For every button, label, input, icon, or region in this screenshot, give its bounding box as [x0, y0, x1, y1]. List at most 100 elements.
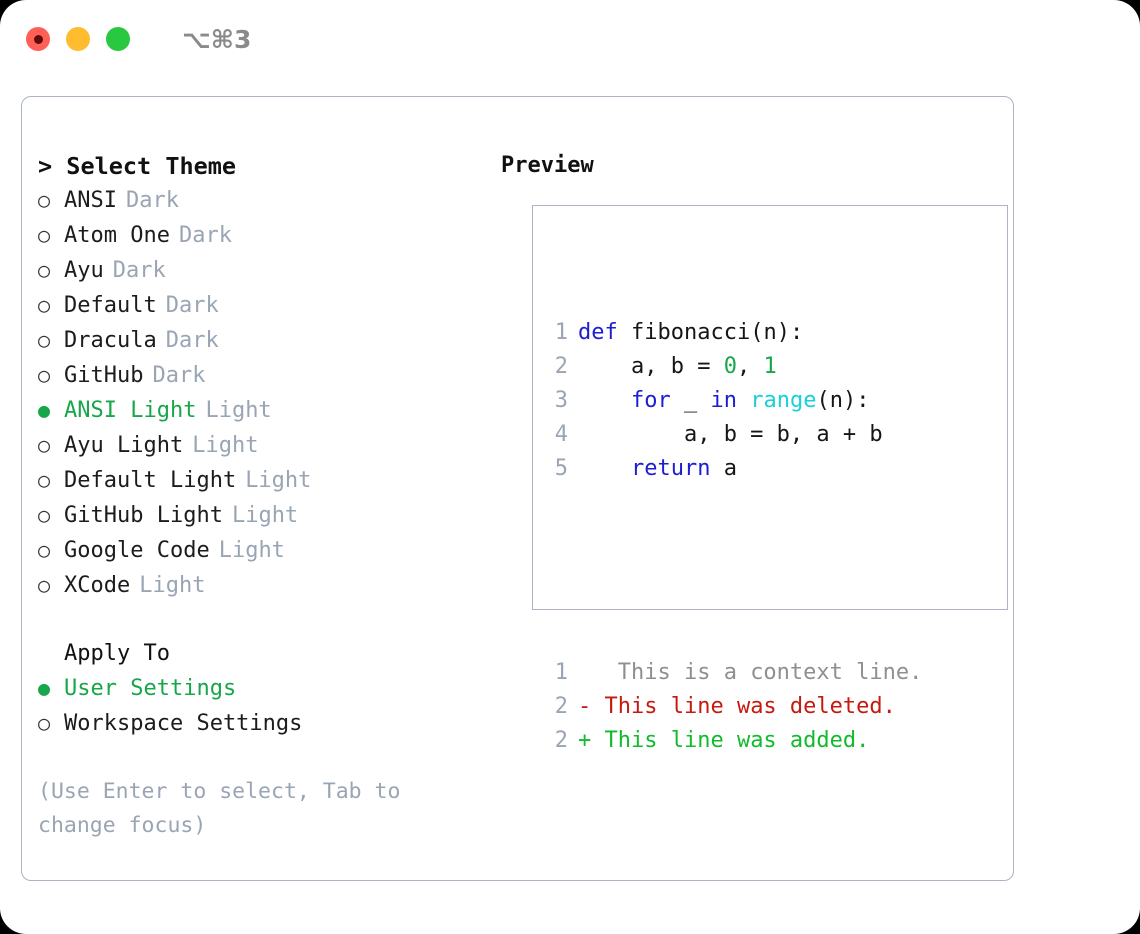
close-button[interactable] — [26, 27, 50, 51]
apply-to-option-label: Workspace Settings — [64, 711, 303, 736]
code-token: _ — [670, 388, 711, 413]
apply-to-list[interactable]: ● User Settings ○ Workspace Settings — [38, 671, 498, 741]
line-number: 2 — [554, 728, 568, 753]
line-number: 2 — [554, 354, 568, 379]
theme-option-mode: Light — [245, 468, 312, 493]
theme-option-mode: Light — [218, 538, 285, 563]
diff-marker: - — [578, 694, 592, 719]
theme-option-label: ANSI — [64, 188, 117, 213]
theme-option-default-light[interactable]: ○ Default Light Light — [38, 463, 498, 498]
code-token: a, b = — [578, 354, 724, 379]
theme-option-label: Default — [64, 293, 157, 318]
line-number: 1 — [554, 320, 568, 345]
code-line: 5 return a — [546, 452, 1006, 486]
code-token: def — [578, 320, 618, 345]
theme-option-label: Ayu Light — [64, 433, 184, 458]
radio-unselected-icon[interactable]: ○ — [38, 293, 51, 317]
theme-option-mode: Light — [205, 398, 272, 423]
apply-to-option-user-settings[interactable]: ● User Settings — [38, 671, 498, 706]
diff-text: This is a context line. — [591, 660, 923, 685]
theme-option-atom-one[interactable]: ○ Atom One Dark — [38, 218, 498, 253]
code-line: 1 def fibonacci(n): — [546, 316, 1006, 350]
code-line: 3 for _ in range(n): — [546, 384, 1006, 418]
line-number: 5 — [554, 456, 568, 481]
code-token: for — [630, 388, 671, 413]
diff-line: 2 + This line was added. — [546, 724, 1006, 758]
diff-line: 1 This is a context line. — [546, 656, 1006, 690]
radio-unselected-icon[interactable]: ○ — [38, 258, 51, 282]
radio-selected-icon[interactable]: ● — [38, 676, 51, 700]
keyboard-hint-text: (Use Enter to select, Tab to change focu… — [38, 779, 401, 838]
radio-unselected-icon[interactable]: ○ — [38, 573, 51, 597]
theme-option-google-code[interactable]: ○ Google Code Light — [38, 533, 498, 568]
theme-option-ayu-light[interactable]: ○ Ayu Light Light — [38, 428, 498, 463]
radio-unselected-icon[interactable]: ○ — [38, 433, 51, 457]
code-token — [578, 456, 631, 481]
code-line: 2 a, b = 0, 1 — [546, 350, 1006, 384]
code-token: return — [630, 456, 711, 481]
maximize-button[interactable] — [106, 27, 130, 51]
theme-option-mode: Dark — [112, 258, 166, 283]
radio-unselected-icon[interactable]: ○ — [38, 223, 51, 247]
code-token — [618, 320, 631, 345]
radio-unselected-icon[interactable]: ○ — [38, 711, 51, 735]
code-diff-separator — [546, 554, 1006, 588]
code-token: (n): — [816, 388, 870, 413]
minimize-button[interactable] — [66, 27, 90, 51]
diff-text: This line was deleted. — [591, 694, 896, 719]
keyboard-shortcut-label: ⌥⌘3 — [182, 24, 252, 54]
apply-to-option-label: User Settings — [64, 676, 237, 701]
diff-line: 2- This line was deleted. — [546, 690, 1006, 724]
theme-option-mode: Dark — [165, 328, 219, 353]
window-controls — [26, 27, 130, 51]
radio-unselected-icon[interactable]: ○ — [38, 188, 51, 212]
radio-selected-icon[interactable]: ● — [38, 398, 51, 422]
theme-option-label: Ayu — [64, 258, 104, 283]
diff-marker — [578, 660, 591, 685]
apply-to-label: Apply To — [64, 641, 170, 666]
theme-option-default[interactable]: ○ Default Dark — [38, 288, 498, 323]
code-token: a, b = b, a + b — [578, 422, 883, 447]
code-token: range — [750, 388, 817, 413]
title-bar: ⌥⌘3 — [0, 0, 1140, 78]
theme-option-ayu[interactable]: ○ Ayu Dark — [38, 253, 498, 288]
apply-to-option-workspace-settings[interactable]: ○ Workspace Settings — [38, 706, 498, 741]
radio-unselected-icon[interactable]: ○ — [38, 503, 51, 527]
theme-option-dracula[interactable]: ○ Dracula Dark — [38, 323, 498, 358]
line-number: 2 — [554, 694, 568, 719]
theme-option-ansi[interactable]: ○ ANSI Dark — [38, 183, 498, 218]
theme-option-mode: Light — [192, 433, 259, 458]
code-token: , — [736, 354, 764, 379]
code-line: 4 a, b = b, a + b — [546, 418, 1006, 452]
code-token: fibonacci(n): — [631, 320, 804, 345]
theme-option-mode: Dark — [178, 223, 232, 248]
radio-unselected-icon[interactable]: ○ — [38, 468, 51, 492]
theme-option-label: Dracula — [64, 328, 157, 353]
radio-unselected-icon[interactable]: ○ — [38, 328, 51, 352]
theme-option-label: Google Code — [64, 538, 210, 563]
theme-list-header: > Select Theme — [38, 152, 237, 180]
radio-unselected-icon[interactable]: ○ — [38, 538, 51, 562]
line-number: 3 — [554, 388, 568, 413]
radio-unselected-icon[interactable]: ○ — [38, 363, 51, 387]
diff-text: This line was added. — [591, 728, 870, 753]
diff-marker: + — [578, 728, 592, 753]
code-token: 1 — [763, 354, 777, 379]
theme-option-mode: Dark — [165, 293, 219, 318]
theme-option-label: Default Light — [64, 468, 237, 493]
theme-option-mode: Dark — [125, 188, 179, 213]
code-token — [737, 388, 750, 413]
line-number: 4 — [554, 422, 568, 447]
theme-option-label: XCode — [64, 573, 131, 598]
theme-option-label: Atom One — [64, 223, 170, 248]
